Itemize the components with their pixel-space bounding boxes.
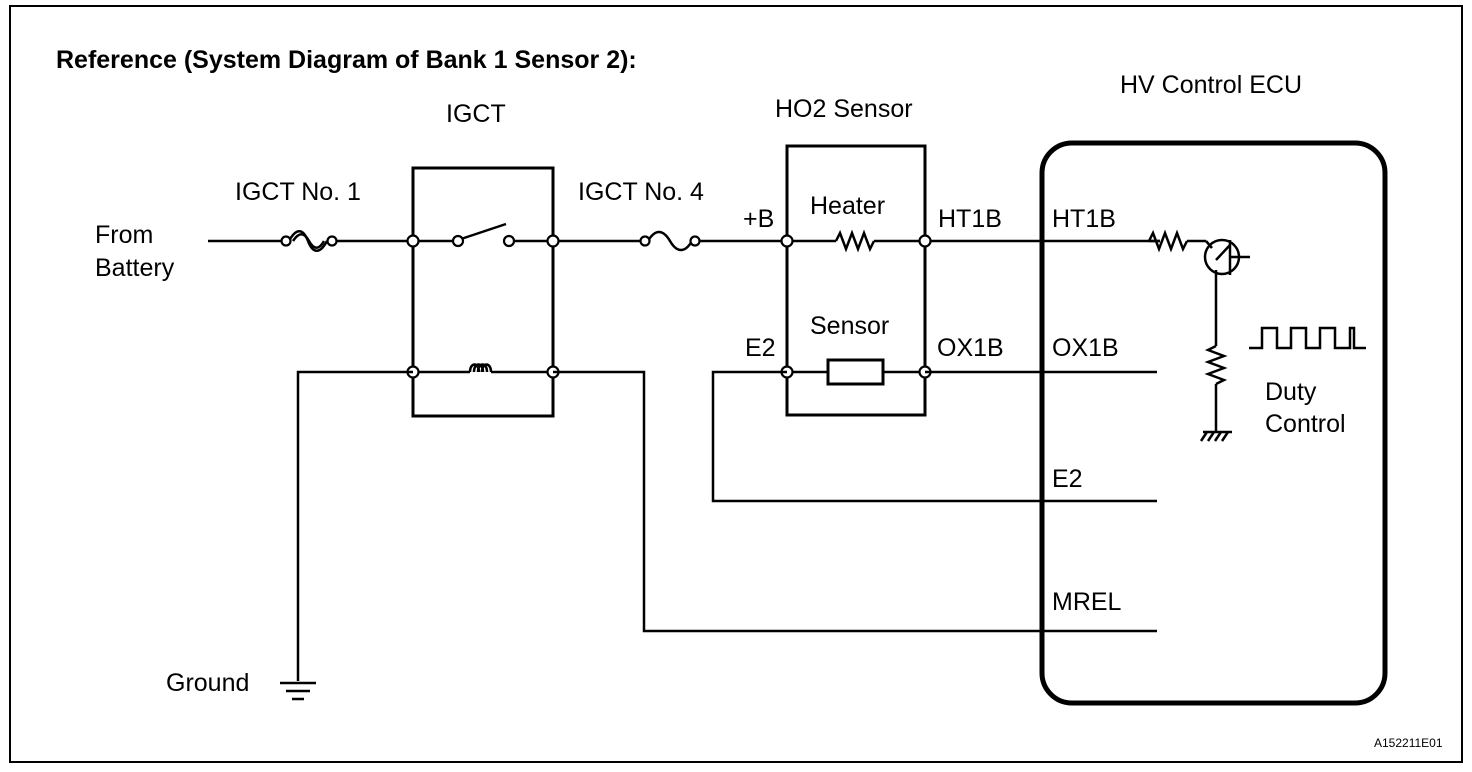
relay-switch-icon	[413, 222, 553, 248]
from-battery-label-2: Battery	[95, 254, 175, 282]
sensor-ht1b-label: HT1B	[938, 205, 1002, 233]
igct-terminal	[546, 234, 560, 248]
igct-no1-label: IGCT No. 1	[235, 178, 361, 206]
wiring	[296, 370, 1157, 681]
plus-b-label: +B	[743, 205, 774, 233]
igct-terminal	[406, 234, 420, 248]
igct-relay-box	[411, 166, 555, 418]
ecu-mrel-label: MREL	[1052, 588, 1122, 616]
diagram-title: Reference (System Diagram of Bank 1 Sens…	[56, 46, 637, 74]
sensor-label: Sensor	[810, 312, 889, 340]
duty-control-label: Duty	[1265, 378, 1317, 406]
duty-control-label-2: Control	[1265, 410, 1346, 438]
sensor-element-icon	[787, 358, 925, 386]
heater-resistor-icon	[787, 229, 925, 253]
transistor-icon	[1203, 238, 1250, 346]
ground-label: Ground	[166, 669, 249, 697]
pulse-wave-icon	[1249, 326, 1366, 350]
from-battery-label: From	[95, 221, 153, 249]
hv-control-ecu-label: HV Control ECU	[1120, 71, 1302, 99]
ecu-resistor-icon	[1147, 229, 1206, 253]
ho2-sensor-box	[785, 144, 927, 417]
fuse-icon	[639, 230, 701, 252]
sensor-terminal	[780, 234, 794, 248]
ground-icon	[280, 681, 316, 701]
hv-control-ecu-box	[1039, 140, 1388, 706]
sensor-terminal	[918, 234, 932, 248]
heater-label: Heater	[810, 192, 885, 220]
diagram-frame	[9, 5, 1463, 763]
ecu-ht1b-label: HT1B	[1052, 205, 1116, 233]
figure-id: A152211E01	[1374, 736, 1443, 750]
ho2-sensor-label: HO2 Sensor	[775, 95, 913, 123]
igct-no4-label: IGCT No. 4	[578, 178, 704, 206]
sensor-e2-label: E2	[745, 334, 776, 362]
pulldown-resistor-icon	[1204, 344, 1228, 432]
chassis-ground-icon	[1199, 430, 1232, 442]
igct-relay-label: IGCT	[446, 100, 506, 128]
ecu-ox1b-label: OX1B	[1052, 334, 1119, 362]
ecu-e2-label: E2	[1052, 465, 1083, 493]
sensor-ox1b-label: OX1B	[937, 334, 1004, 362]
fusible-link-icon	[280, 230, 338, 252]
relay-coil-icon	[413, 363, 553, 374]
